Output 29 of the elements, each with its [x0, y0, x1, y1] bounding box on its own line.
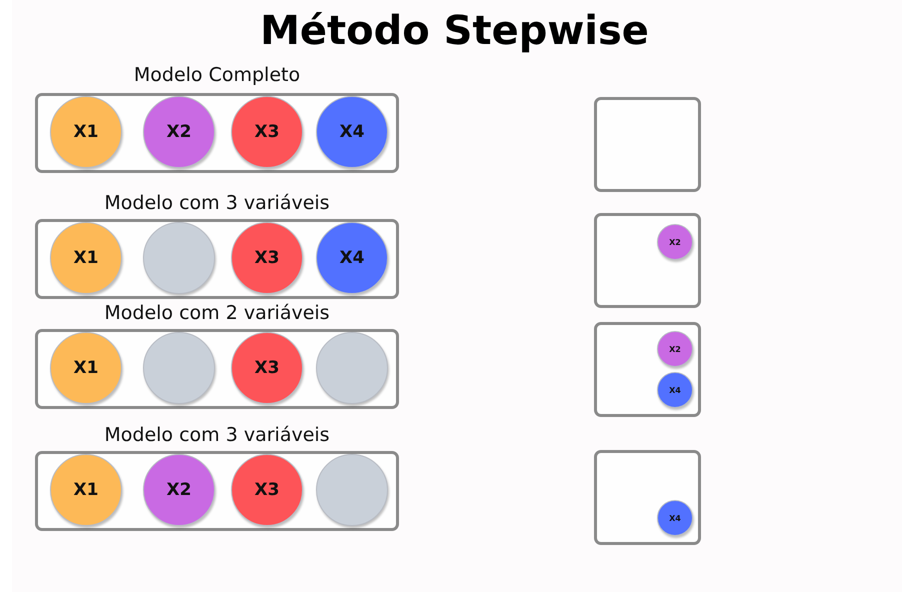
- variable-circle: X1: [50, 96, 122, 168]
- variable-circle: X2: [657, 224, 693, 260]
- variable-circle: X3: [231, 222, 303, 294]
- variable-circle: X1: [50, 332, 122, 404]
- empty-variable-circle: [143, 222, 215, 294]
- variable-circle: X1: [50, 222, 122, 294]
- removed-variables-box: [594, 213, 701, 308]
- model-heading: Modelo Completo: [132, 64, 302, 86]
- variable-circle: X3: [231, 454, 303, 526]
- variable-circle: X3: [231, 96, 303, 168]
- model-heading: Modelo com 3 variáveis: [103, 424, 331, 446]
- variable-circle: X1: [50, 454, 122, 526]
- diagram-title: Método Stepwise: [259, 8, 650, 54]
- removed-variables-box: [594, 97, 701, 192]
- variable-circle: X2: [143, 96, 215, 168]
- variable-circle: X4: [316, 96, 388, 168]
- empty-variable-circle: [316, 332, 388, 404]
- removed-variables-box: [594, 450, 701, 545]
- removed-variables-box: [594, 322, 701, 417]
- variable-circle: X4: [657, 372, 693, 408]
- variable-circle: X2: [143, 454, 215, 526]
- empty-variable-circle: [316, 454, 388, 526]
- variable-circle: X2: [657, 331, 693, 367]
- model-heading: Modelo com 2 variáveis: [103, 302, 331, 324]
- empty-variable-circle: [143, 332, 215, 404]
- variable-circle: X4: [316, 222, 388, 294]
- variable-circle: X4: [657, 500, 693, 536]
- model-heading: Modelo com 3 variáveis: [103, 192, 331, 214]
- variable-circle: X3: [231, 332, 303, 404]
